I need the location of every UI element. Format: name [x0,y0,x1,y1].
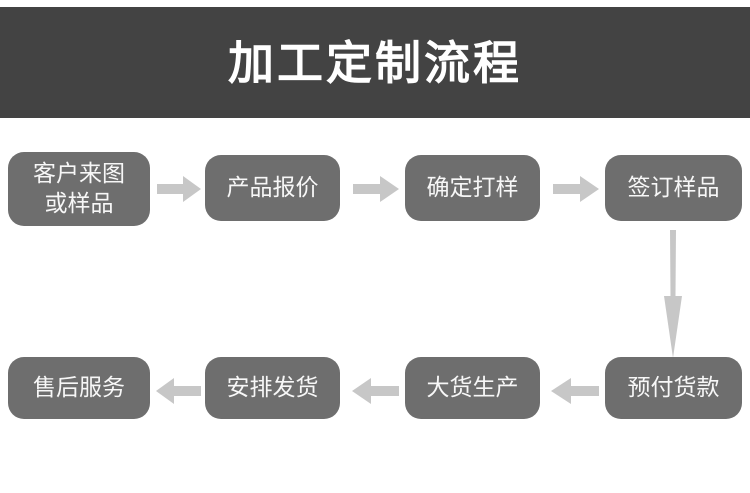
flow-node-label: 预付货款 [627,375,720,401]
flow-node-label: 客户来图 或样品 [33,161,125,217]
arrow-left-icon [352,374,399,408]
arrow-right-icon [553,172,599,206]
flow-node-label: 确定打样 [426,175,519,201]
flow-node-after-sales-service[interactable]: 售后服务 [8,357,150,419]
arrow-left-icon [551,374,599,408]
page-title: 加工定制流程 [228,35,522,90]
flow-node-arrange-shipment[interactable]: 安排发货 [205,357,340,419]
arrow-down-icon [655,230,691,358]
flow-node-label: 大货生产 [426,375,519,401]
arrow-left-icon [156,374,201,408]
flow-node-confirm-sample-making[interactable]: 确定打样 [405,155,540,221]
flow-node-label: 安排发货 [226,375,319,401]
arrow-right-icon [157,172,201,206]
flow-node-product-quotation[interactable]: 产品报价 [205,155,340,221]
flow-node-label: 售后服务 [33,375,125,401]
arrow-right-icon [353,172,399,206]
flow-node-sign-sample-order[interactable]: 签订样品 [605,155,742,221]
flow-node-label: 签订样品 [627,175,720,201]
flow-node-customer-drawing[interactable]: 客户来图 或样品 [8,152,150,226]
title-banner: 加工定制流程 [0,7,750,118]
flow-node-label: 产品报价 [226,175,319,201]
flow-node-advance-payment[interactable]: 预付货款 [605,357,742,419]
flow-node-bulk-production[interactable]: 大货生产 [405,357,540,419]
